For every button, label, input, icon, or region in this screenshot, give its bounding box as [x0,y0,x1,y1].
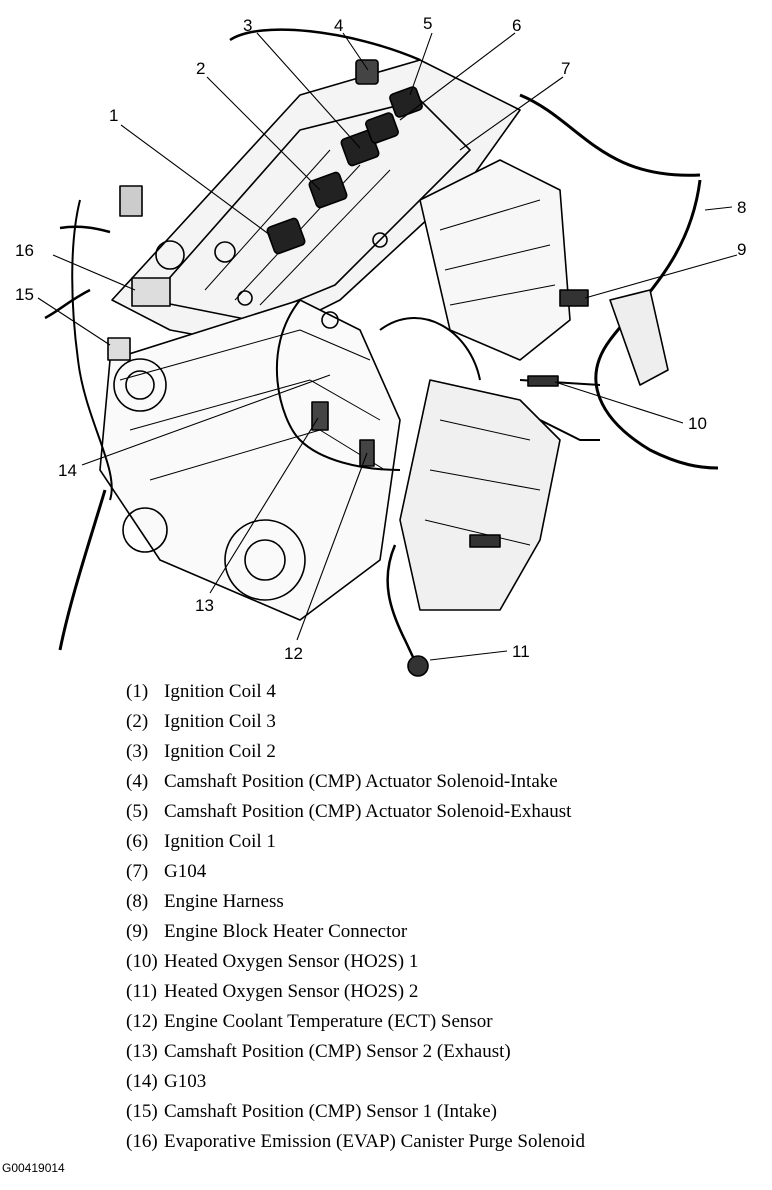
legend-number: (3) [126,741,149,762]
legend-text: G103 [164,1071,207,1092]
legend-text: Engine Coolant Temperature (ECT) Sensor [164,1011,493,1032]
legend-text: Camshaft Position (CMP) Actuator Solenoi… [164,801,572,822]
callout-12: 12 [284,644,303,663]
legend-text: Heated Oxygen Sensor (HO2S) 2 [164,981,419,1002]
legend-number: (7) [126,861,149,882]
legend-item: (8) Engine Harness [126,887,585,917]
legend-number: (10) [126,951,158,972]
callout-8: 8 [737,198,746,217]
callout-7: 7 [561,59,570,78]
callout-2: 2 [196,59,205,78]
legend-item: (4) Camshaft Position (CMP) Actuator Sole… [126,767,585,797]
legend-text: Engine Harness [164,891,284,912]
legend-number: (5) [126,801,149,822]
legend-text: Evaporative Emission (EVAP) Canister Pur… [164,1131,585,1152]
legend-item: (11) Heated Oxygen Sensor (HO2S) 2 [126,977,585,1007]
legend-item: (15) Camshaft Position (CMP) Sensor 1 (In… [126,1097,585,1127]
callout-9: 9 [737,240,746,259]
legend-text: Camshaft Position (CMP) Actuator Solenoi… [164,771,558,792]
legend-number: (12) [126,1011,158,1032]
legend-text: Camshaft Position (CMP) Sensor 2 (Exhaus… [164,1041,511,1062]
legend-text: Ignition Coil 1 [164,831,276,852]
callout-1: 1 [109,106,118,125]
legend-number: (8) [126,891,149,912]
component-legend: (1) Ignition Coil 4 (2) Ignition Coil 3 (3… [126,677,585,1157]
callout-14: 14 [58,461,77,480]
legend-item: (5) Camshaft Position (CMP) Actuator Sole… [126,797,585,827]
legend-item: (14) G103 [126,1067,585,1097]
callout-16: 16 [15,241,34,260]
legend-item: (7) G104 [126,857,585,887]
legend-item: (16) Evaporative Emission (EVAP) Canister… [126,1127,585,1157]
legend-text: Ignition Coil 3 [164,711,276,732]
callout-5: 5 [423,14,432,33]
callout-4: 4 [334,16,343,35]
legend-text: Ignition Coil 4 [164,681,276,702]
legend-number: (9) [126,921,149,942]
figure-id: G00419014 [2,1161,65,1175]
leader-lines [37,32,738,661]
callout-11: 11 [512,642,530,661]
callout-numbers: 1 2 3 4 5 6 7 8 9 10 11 12 13 14 15 16 [15,14,746,663]
legend-item: (6) Ignition Coil 1 [126,827,585,857]
legend-number: (15) [126,1101,158,1122]
legend-number: (4) [126,771,149,792]
legend-item: (9) Engine Block Heater Connector [126,917,585,947]
legend-number: (13) [126,1041,158,1062]
callout-15: 15 [15,285,34,304]
legend-item: (13) Camshaft Position (CMP) Sensor 2 (Ex… [126,1037,585,1067]
legend-number: (6) [126,831,149,852]
callout-3: 3 [243,16,252,35]
legend-item: (2) Ignition Coil 3 [126,707,585,737]
legend-text: G104 [164,861,207,882]
legend-text: Engine Block Heater Connector [164,921,408,942]
legend-text: Camshaft Position (CMP) Sensor 1 (Intake… [164,1101,498,1122]
legend-item: (10) Heated Oxygen Sensor (HO2S) 1 [126,947,585,977]
callout-10: 10 [688,414,707,433]
callout-6: 6 [512,16,521,35]
callout-13: 13 [195,596,214,615]
legend-text: Ignition Coil 2 [164,741,276,762]
legend-number: (2) [126,711,149,732]
legend-number: (1) [126,681,149,702]
legend-item: (3) Ignition Coil 2 [126,737,585,767]
legend-text: Heated Oxygen Sensor (HO2S) 1 [164,951,419,972]
engine-component-diagram: 1 2 3 4 5 6 7 8 9 10 11 12 13 14 15 16 [15,14,746,677]
legend-number: (14) [126,1071,158,1092]
engine-illustration [44,28,719,677]
legend-number: (16) [126,1131,158,1152]
legend-number: (11) [126,981,157,1002]
legend-item: (1) Ignition Coil 4 [126,677,585,707]
legend-item: (12) Engine Coolant Temperature (ECT) Sen… [126,1007,585,1037]
